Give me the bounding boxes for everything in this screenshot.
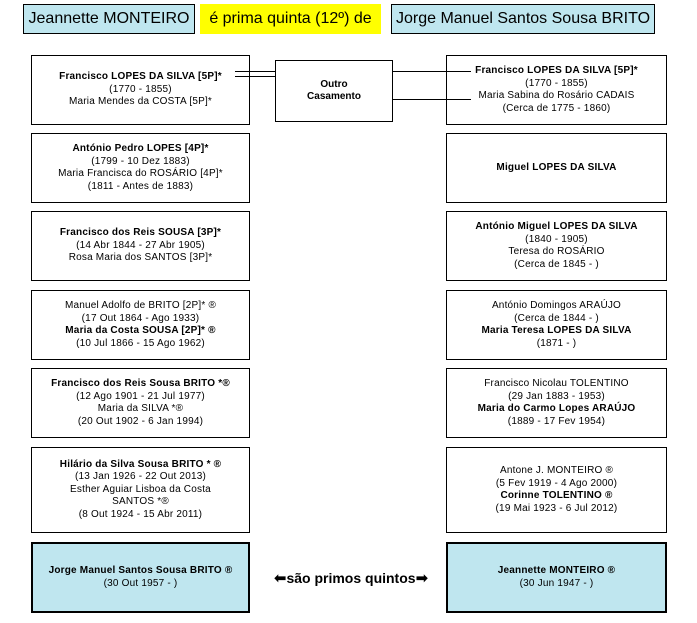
person-detail: Rosa Maria dos SANTOS [3P]*	[68, 252, 213, 264]
person-detail: (29 Jan 1883 - 1953)	[508, 390, 605, 402]
left-generation-box: Francisco dos Reis SOUSA [3P]*(14 Abr 18…	[31, 211, 250, 281]
cousin-relation-text: são primos quintos	[286, 570, 416, 586]
person-detail: António Domingos ARAÚJO	[491, 300, 622, 311]
person-detail: (10 Jul 1866 - 15 Ago 1962)	[76, 337, 205, 349]
person-detail: SANTOS *®	[112, 496, 169, 508]
right-generation-box: Francisco LOPES DA SILVA [5P]*(1770 - 18…	[446, 55, 667, 125]
connector-line	[235, 71, 275, 72]
person-detail: (1811 - Antes de 1883)	[87, 180, 194, 192]
person-name: Miguel LOPES DA SILVA	[496, 161, 617, 173]
connector-line	[393, 71, 471, 72]
person-detail: (14 Abr 1844 - 27 Abr 1905)	[76, 239, 205, 251]
other-marriage-line1: Outro	[320, 79, 348, 90]
person-detail: (8 Out 1924 - 15 Abr 2011)	[78, 508, 203, 520]
arrow-left-icon: ⬅	[273, 570, 287, 587]
left-generation-box: Hilário da Silva Sousa BRITO * ®(13 Jan …	[31, 447, 250, 533]
connector-line	[393, 99, 471, 100]
person-detail: Manuel Adolfo de BRITO [2P]* ®	[64, 300, 217, 311]
person-detail: (Cerca de 1845 - )	[514, 258, 599, 270]
person-detail: (20 Out 1902 - 6 Jan 1994)	[77, 415, 204, 427]
left-generation-box: Francisco dos Reis Sousa BRITO *®(12 Ago…	[31, 368, 250, 438]
person-name: António Pedro LOPES [4P]*	[72, 143, 209, 154]
person-detail: Maria da SILVA *®	[97, 403, 184, 414]
person-detail: Teresa do ROSÁRIO	[508, 246, 605, 257]
other-marriage-box: Outro Casamento	[275, 60, 393, 122]
person-detail: (1770 - 1855)	[525, 77, 588, 89]
person-name: Francisco LOPES DA SILVA [5P]*	[475, 65, 638, 76]
left-subject-box: Jorge Manuel Santos Sousa BRITO ®(30 Out…	[31, 542, 250, 613]
person-name: Francisco LOPES DA SILVA [5P]*	[59, 71, 222, 83]
person-detail: Maria Sabina do Rosário CADAIS	[478, 90, 635, 101]
left-generation-box: António Pedro LOPES [4P]*(1799 - 10 Dez …	[31, 133, 250, 203]
person-name: Maria da Costa SOUSA [2P]* ®	[65, 325, 216, 336]
person-name: Corinne TOLENTINO ®	[500, 490, 613, 501]
right-generation-box: António Domingos ARAÚJO(Cerca de 1844 - …	[446, 290, 667, 360]
person-detail: (1770 - 1855)	[109, 83, 172, 95]
header-right-name: Jorge Manuel Santos Sousa BRITO	[391, 4, 655, 34]
right-subject-box: Jeannette MONTEIRO ®(30 Jun 1947 - )	[446, 542, 667, 613]
other-marriage-line2: Casamento	[307, 91, 361, 102]
right-generation-box: Francisco Nicolau TOLENTINO(29 Jan 1883 …	[446, 368, 667, 438]
person-name: Maria do Carmo Lopes ARAÚJO	[477, 403, 636, 414]
person-detail: (Cerca de 1775 - 1860)	[502, 102, 611, 114]
person-name: Jorge Manuel Santos Sousa BRITO ®	[48, 565, 233, 576]
arrow-right-icon: ➡	[415, 570, 429, 587]
person-name: Hilário da Silva Sousa BRITO * ®	[59, 458, 222, 470]
left-generation-box: Manuel Adolfo de BRITO [2P]* ®(17 Out 18…	[31, 290, 250, 360]
person-detail: Antone J. MONTEIRO ®	[499, 465, 614, 476]
right-generation-box: Antone J. MONTEIRO ®(5 Fev 1919 - 4 Ago …	[446, 447, 667, 533]
person-detail: (17 Out 1864 - Ago 1933)	[81, 312, 200, 324]
person-detail: (30 Jun 1947 - )	[519, 577, 594, 589]
person-detail: Esther Aguiar Lisboa da Costa	[70, 483, 211, 495]
person-name: Francisco dos Reis Sousa BRITO *®	[51, 378, 230, 389]
person-detail: (19 Mai 1923 - 6 Jul 2012)	[495, 502, 618, 514]
person-detail: (30 Out 1957 - )	[103, 577, 178, 589]
person-detail: Francisco Nicolau TOLENTINO	[484, 378, 629, 389]
person-name: António Miguel LOPES DA SILVA	[475, 221, 638, 232]
person-detail: (Cerca de 1844 - )	[514, 312, 599, 324]
person-detail: (1840 - 1905)	[525, 233, 588, 245]
person-name: Francisco dos Reis SOUSA [3P]*	[59, 227, 222, 239]
person-detail: (1799 - 10 Dez 1883)	[91, 155, 190, 167]
person-detail: (1889 - 17 Fev 1954)	[507, 415, 606, 427]
left-generation-box: Francisco LOPES DA SILVA [5P]*(1770 - 18…	[31, 55, 250, 125]
person-name: Jeannette MONTEIRO ®	[497, 565, 616, 576]
header-left-name: Jeannette MONTEIRO	[23, 4, 195, 34]
person-name: Maria Teresa LOPES DA SILVA	[481, 325, 632, 336]
person-detail: (13 Jan 1926 - 22 Out 2013)	[74, 471, 207, 483]
person-detail: (12 Ago 1901 - 21 Jul 1977)	[76, 390, 205, 402]
cousin-relation-label: ⬅ são primos quintos ➡	[258, 566, 444, 590]
person-detail: (1871 - )	[536, 337, 577, 349]
person-detail: (5 Fev 1919 - 4 Ago 2000)	[495, 477, 618, 489]
person-detail: Maria Mendes da COSTA [5P]*	[68, 96, 213, 108]
header-relation: é prima quinta (12º) de	[200, 4, 381, 34]
person-detail: Maria Francisca do ROSÁRIO [4P]*	[58, 168, 223, 179]
connector-line	[235, 76, 275, 77]
right-generation-box: Miguel LOPES DA SILVA	[446, 133, 667, 203]
right-generation-box: António Miguel LOPES DA SILVA(1840 - 190…	[446, 211, 667, 281]
